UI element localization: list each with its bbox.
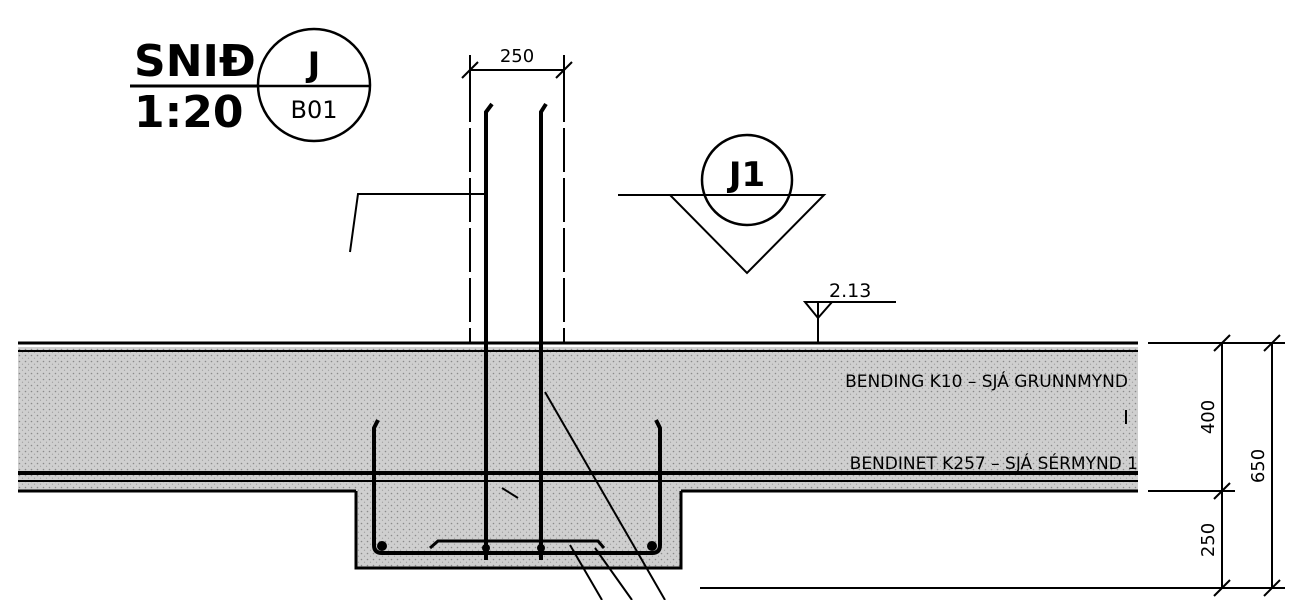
detail-bubble: J1 <box>618 133 827 275</box>
slab-outline <box>18 341 1138 493</box>
beam-concrete <box>356 490 681 568</box>
section-bubble-id: J <box>306 45 321 85</box>
wall-outline <box>469 78 565 343</box>
dimension-slab-label: 400 <box>1198 400 1219 434</box>
stirrup <box>372 419 662 555</box>
rebar-dots <box>377 541 657 552</box>
note-top-reinforcement: BENDING K10 – SJÁ GRUNNMYND <box>845 370 1128 392</box>
slab-concrete <box>18 347 1138 490</box>
level-value: 2.13 <box>829 280 871 302</box>
vertical-rebar <box>484 102 548 560</box>
section-label: SNIĐ <box>134 36 256 87</box>
section-title: SNIĐ 1:20 <box>130 36 258 138</box>
hook-mark <box>501 487 519 499</box>
section-scale: 1:20 <box>134 87 243 138</box>
level-mark: 2.13 <box>802 280 896 343</box>
dimension-total-label: 650 <box>1248 449 1269 483</box>
bottom-bar <box>429 539 606 550</box>
section-bubble: J B01 <box>256 27 372 143</box>
dimension-chain <box>700 334 1285 597</box>
beam-outline <box>354 491 683 570</box>
detail-bubble-id: J1 <box>727 155 765 195</box>
note-bottom-mesh: BENDINET K257 – SJÁ SÉRMYND 1 <box>850 452 1138 474</box>
leader-lines <box>544 391 666 601</box>
dimension-beam-label: 250 <box>1198 523 1219 557</box>
dimension-wall-width-label: 250 <box>500 46 534 67</box>
section-bubble-sheet: B01 <box>290 96 337 124</box>
dimension-wall-width <box>461 55 573 79</box>
break-line-symbol <box>349 193 488 253</box>
